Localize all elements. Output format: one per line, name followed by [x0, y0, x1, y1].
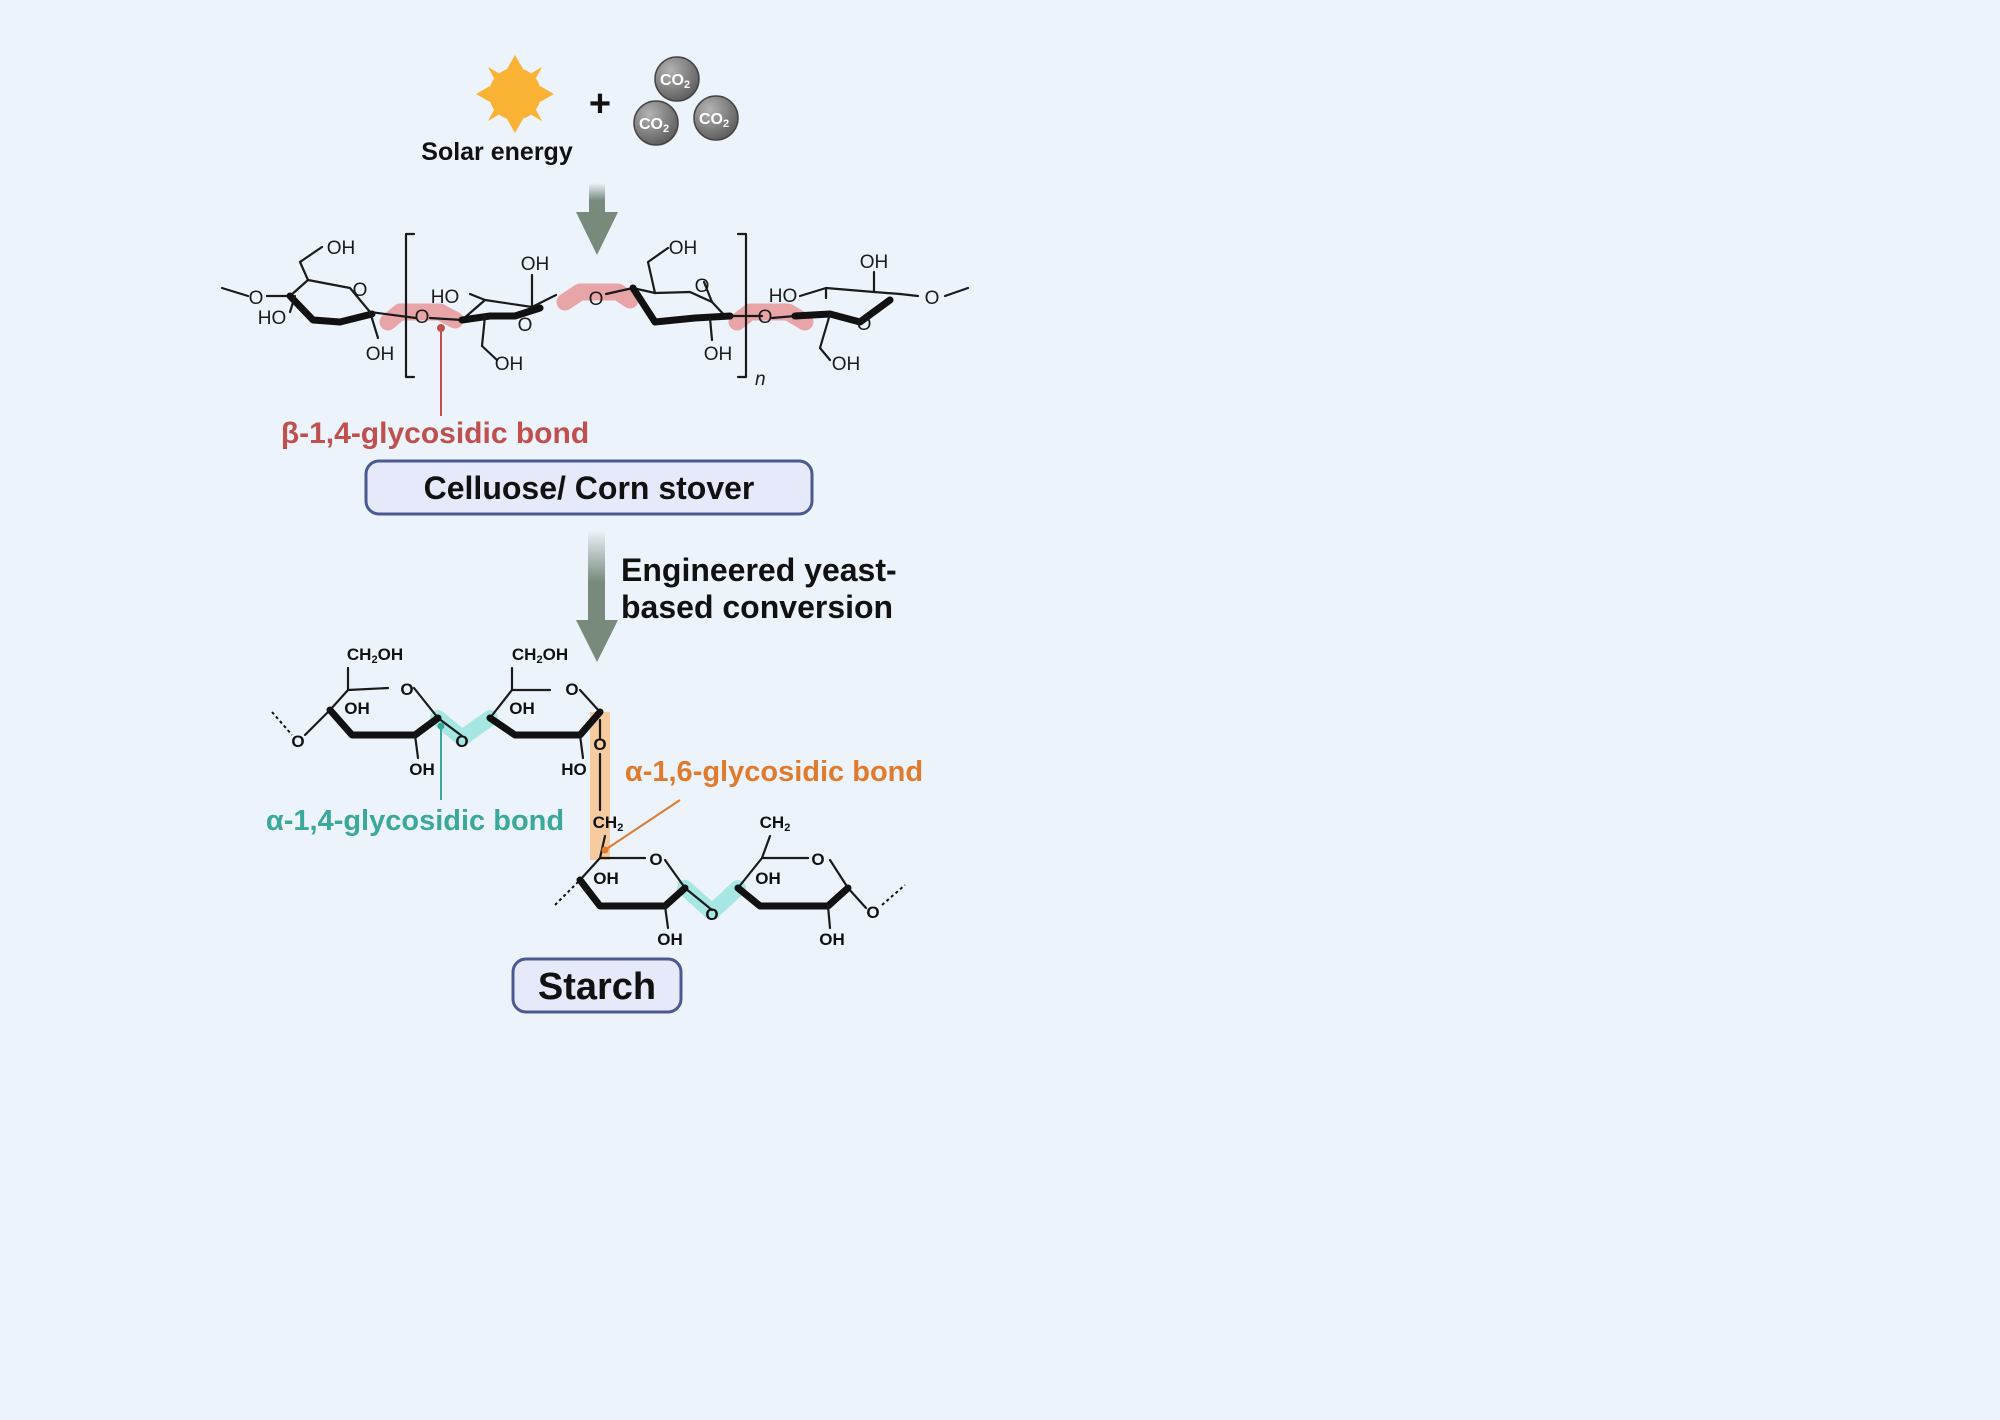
- svg-text:OH: OH: [366, 344, 395, 365]
- svg-text:HO: HO: [431, 287, 460, 308]
- svg-text:OH: OH: [409, 760, 435, 779]
- plus-sign: +: [589, 83, 611, 125]
- svg-text:HO: HO: [769, 286, 798, 307]
- glucose-ring: O HO O OH HO OH: [220, 238, 418, 365]
- svg-text:OH: OH: [819, 930, 845, 949]
- repeat-n-label: n: [755, 369, 766, 390]
- svg-text:O: O: [518, 315, 533, 336]
- svg-text:OH: OH: [593, 869, 619, 888]
- svg-text:OH: OH: [344, 699, 370, 718]
- svg-text:OH: OH: [509, 699, 535, 718]
- svg-text:O: O: [589, 289, 604, 310]
- svg-text:OH: OH: [704, 344, 733, 365]
- repeat-bracket-right: [736, 232, 748, 379]
- conversion-label: based conversion: [621, 589, 893, 625]
- svg-text:OH: OH: [521, 254, 550, 275]
- svg-text:O: O: [400, 680, 413, 699]
- svg-text:O: O: [415, 307, 430, 328]
- svg-text:CH2OH: CH2OH: [512, 645, 568, 666]
- svg-text:O: O: [565, 680, 578, 699]
- svg-text:O: O: [695, 276, 710, 297]
- svg-text:CO2: CO2: [639, 116, 669, 135]
- cellulose-structure: O HO O OH HO OH O HO OH O OH O: [220, 232, 970, 416]
- alpha14-bond-label: α-1,4-glycosidic bond: [266, 805, 564, 837]
- cellulose-box-label: Celluose/ Corn stover: [424, 470, 755, 506]
- svg-text:O: O: [649, 850, 662, 869]
- svg-text:O: O: [353, 280, 368, 301]
- starch-box: Starch: [511, 957, 683, 1014]
- glucose-ring: OH O OH: [604, 238, 764, 365]
- svg-text:OH: OH: [327, 238, 356, 259]
- svg-text:O: O: [593, 735, 606, 754]
- svg-text:OH: OH: [860, 252, 889, 273]
- beta-bond-label: β-1,4-glycosidic bond: [281, 417, 589, 450]
- svg-text:CH2OH: CH2OH: [347, 645, 403, 666]
- glucose-ring: CH2 OH O O OH: [734, 813, 906, 949]
- co2-molecule-icon: CO2: [633, 100, 679, 146]
- svg-text:OH: OH: [495, 354, 524, 375]
- svg-text:O: O: [758, 307, 773, 328]
- starch-structure: O CH2OH OH O OH O CH2OH OH O O HO CH2: [271, 645, 906, 949]
- glucose-ring: HO OH O OH: [428, 254, 558, 375]
- sun-icon: [476, 55, 554, 133]
- glucose-ring: HO OH O O OH: [769, 252, 970, 375]
- svg-text:HO: HO: [561, 760, 587, 779]
- svg-text:CO2: CO2: [699, 111, 729, 130]
- glucose-ring: OH O OH: [554, 850, 714, 949]
- cellulose-box: Celluose/ Corn stover: [364, 459, 814, 516]
- svg-text:CH2: CH2: [593, 813, 624, 834]
- repeat-bracket-left: [404, 232, 416, 379]
- co2-molecule-icon: CO2: [654, 56, 700, 102]
- svg-text:O: O: [857, 314, 872, 335]
- svg-text:OH: OH: [657, 930, 683, 949]
- svg-text:OH: OH: [832, 354, 861, 375]
- svg-text:HO: HO: [258, 308, 287, 329]
- conversion-label: Engineered yeast-: [621, 552, 897, 588]
- svg-text:OH: OH: [669, 238, 698, 259]
- glucose-ring: CH2OH OH O O HO: [486, 645, 607, 812]
- svg-text:O: O: [249, 288, 264, 309]
- glucose-ring: O CH2OH OH O OH: [271, 645, 464, 779]
- svg-text:O: O: [925, 288, 940, 309]
- svg-text:OH: OH: [755, 869, 781, 888]
- alpha16-pointer: [604, 799, 681, 851]
- svg-text:O: O: [705, 905, 718, 924]
- alpha16-bond-label: α-1,6-glycosidic bond: [625, 756, 923, 788]
- down-arrow-icon: [576, 183, 618, 255]
- svg-text:O: O: [866, 903, 879, 922]
- svg-text:CO2: CO2: [660, 72, 690, 91]
- svg-text:O: O: [455, 732, 468, 751]
- solar-energy-label: Solar energy: [421, 138, 573, 166]
- svg-text:CH2: CH2: [760, 813, 791, 834]
- starch-box-label: Starch: [538, 966, 656, 1008]
- svg-text:O: O: [811, 850, 824, 869]
- co2-molecule-icon: CO2: [693, 95, 739, 141]
- svg-text:O: O: [291, 732, 304, 751]
- conversion-arrow-icon: [576, 530, 618, 662]
